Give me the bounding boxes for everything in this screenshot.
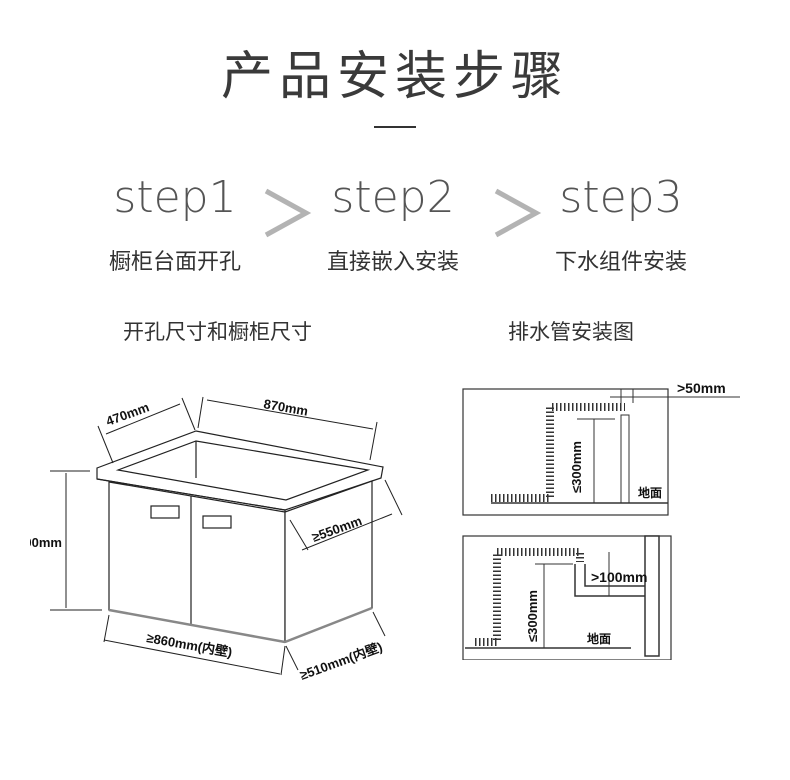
drain-diagram-1: >50mm ≤300mm 地面: [462, 380, 740, 516]
floor-label: 地面: [638, 485, 662, 500]
height-label: ≤300mm: [569, 441, 584, 493]
wall-pipe: [644, 535, 660, 657]
step1-desc: 橱柜台面开孔: [108, 250, 241, 275]
drain-hose: [491, 403, 625, 502]
title-divider: [374, 126, 416, 128]
page-title: 产品安装步骤: [220, 47, 569, 107]
drain-section-title: 排水管安装图: [508, 320, 634, 344]
gap-label: >50mm: [677, 380, 726, 396]
chevron-right-icon: [492, 178, 542, 260]
step2-desc: 直接嵌入安装: [326, 250, 459, 275]
chevron-right-icon-shape: [264, 188, 312, 238]
cabinet-section-title: 开孔尺寸和橱柜尺寸: [123, 320, 312, 344]
depth-top-label: 470mm: [104, 399, 151, 428]
gap-label: >100mm: [591, 569, 647, 585]
width-top-label: 870mm: [262, 396, 309, 419]
chevron-right-icon-shape: [494, 188, 542, 238]
cabinet-diagram: 470mm 870mm ≥800mm ≥550mm ≥860mm(内壁) ≥51…: [30, 396, 403, 683]
door-handle: [202, 515, 232, 529]
height-label: ≤300mm: [525, 590, 540, 642]
step2-label: step2: [331, 172, 455, 223]
drain-diagram-2: >100mm ≤300mm 地面: [462, 535, 672, 660]
floor-label: 地面: [587, 631, 611, 646]
inner-depth-label: ≥510mm(内壁): [298, 639, 385, 683]
inner-width-label: ≥860mm(内壁): [145, 630, 233, 660]
chevron-right-icon: [262, 178, 312, 260]
standpipe: [620, 414, 630, 504]
step1-label: step1: [113, 172, 237, 223]
height-label: ≥800mm: [30, 535, 62, 550]
step3-desc: 下水组件安装: [554, 250, 687, 275]
door-handle: [150, 505, 180, 519]
step3-label: step3: [559, 172, 683, 223]
drain-hose: [475, 548, 584, 646]
